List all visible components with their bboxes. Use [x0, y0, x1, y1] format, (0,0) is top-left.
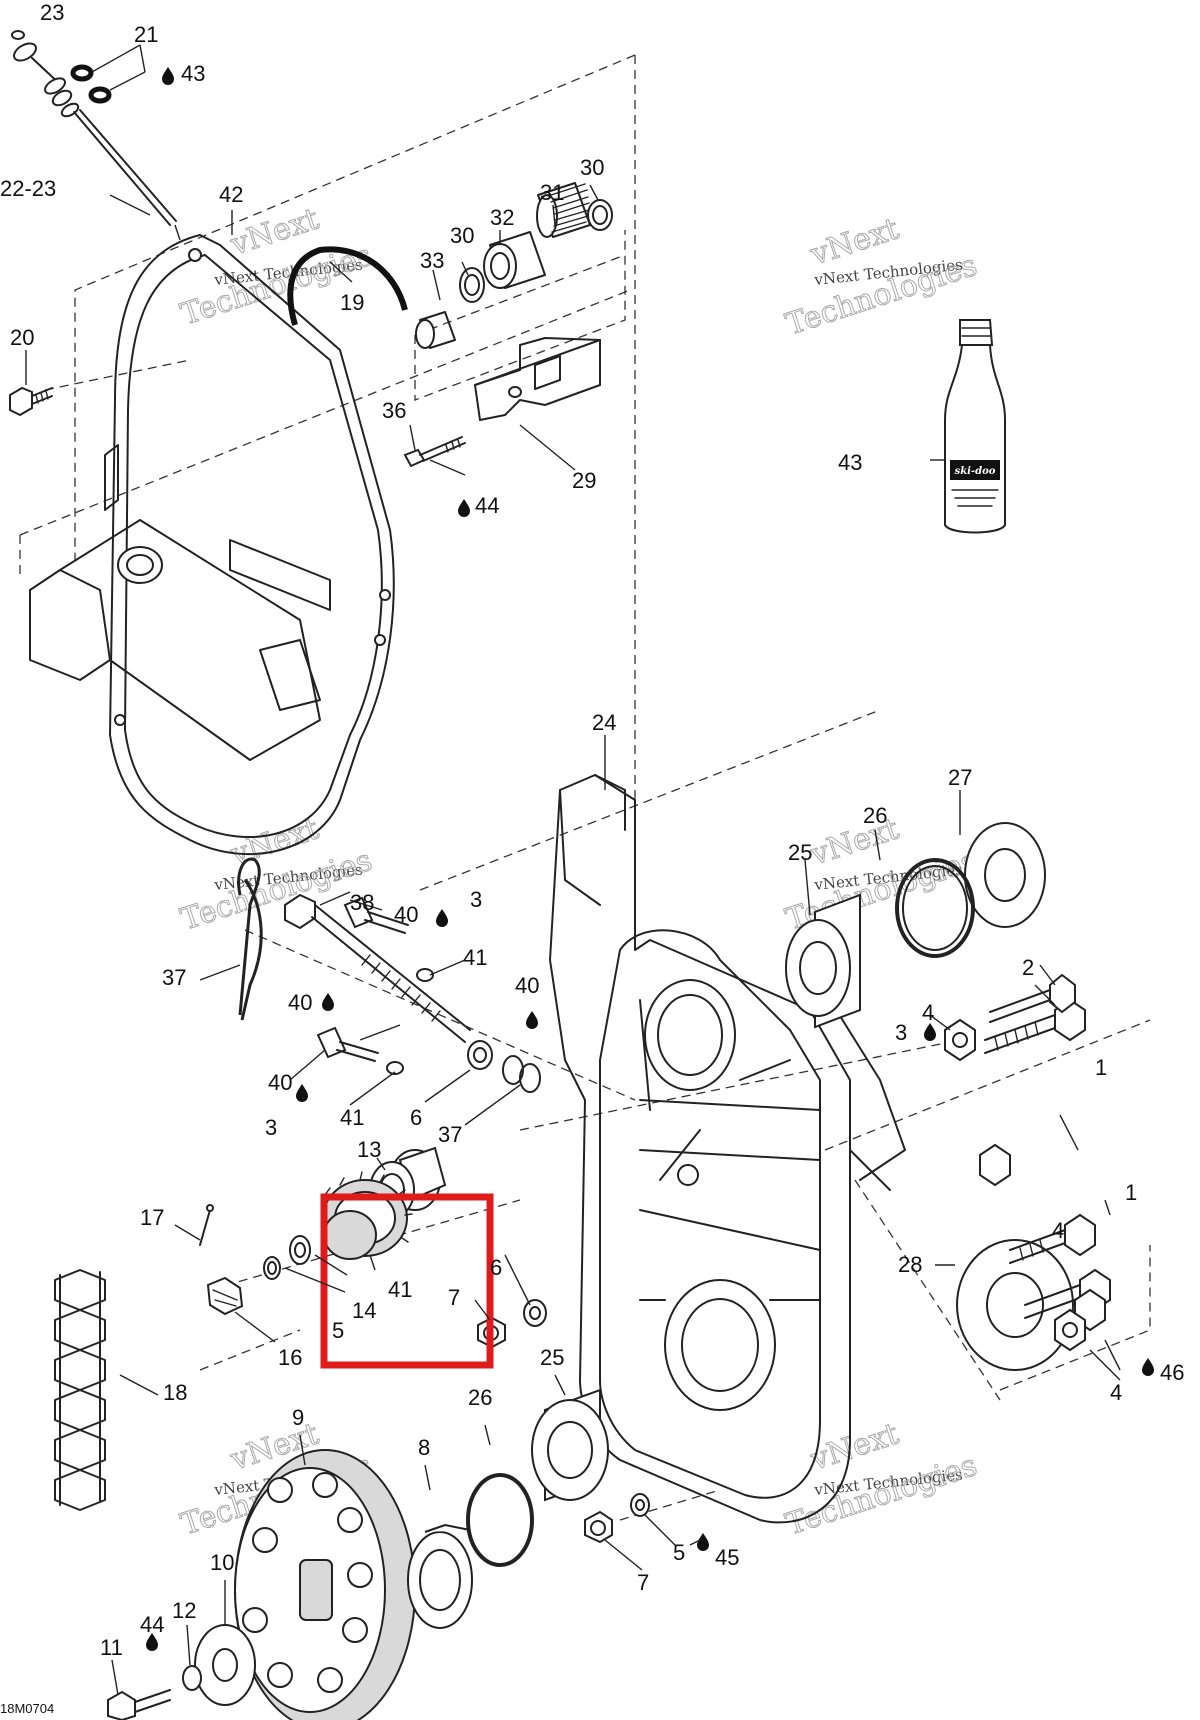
callout-1b: 1	[1125, 1180, 1137, 1205]
callout-20: 20	[10, 325, 34, 350]
lubricant-icon	[526, 1011, 538, 1029]
lubricant-icon	[296, 1084, 308, 1102]
callout-12: 12	[172, 1598, 196, 1623]
callout-19: 19	[340, 290, 364, 315]
callout-17: 17	[140, 1205, 164, 1230]
chaincase-housing-24	[549, 774, 906, 1524]
tensioner-assembly	[403, 182, 613, 468]
watermark-group: vNext vNext Technologies Technologies vN…	[176, 201, 982, 1543]
assembly-lines	[19, 54, 1151, 1521]
callout-29: 29	[572, 468, 596, 493]
callout-45: 45	[715, 1545, 739, 1570]
watermark-word: Technologies	[782, 248, 982, 343]
callout-4b: 4	[1052, 1218, 1064, 1243]
callout-28: 28	[898, 1252, 922, 1277]
callout-3c: 3	[265, 1115, 277, 1140]
callout-6b: 6	[490, 1255, 502, 1280]
lubricant-icon	[924, 1023, 936, 1041]
callout-22-23: 22-23	[0, 176, 56, 201]
callout-1: 1	[1095, 1055, 1107, 1080]
callout-8: 8	[418, 1435, 430, 1460]
callout-25: 25	[788, 840, 812, 865]
diagram-code: 18M0704	[0, 1701, 54, 1716]
dipstick-assembly	[11, 30, 177, 226]
watermark-word: vNext	[806, 812, 903, 873]
callout-40b: 40	[515, 973, 539, 998]
driven-sprocket-assembly	[107, 1449, 650, 1720]
callout-31: 31	[540, 180, 564, 205]
callout-9: 9	[292, 1405, 304, 1430]
callout-5b: 5	[673, 1540, 685, 1565]
callout-21: 21	[134, 22, 158, 47]
callout-11: 11	[100, 1635, 123, 1660]
callout-24: 24	[592, 710, 616, 735]
bolt-20	[9, 386, 53, 417]
callout-27: 27	[948, 765, 972, 790]
callout-4: 4	[922, 1000, 934, 1025]
callout-10: 10	[210, 1550, 234, 1575]
callout-40: 40	[288, 990, 312, 1015]
drive-chain-18	[54, 1269, 106, 1511]
callout-37: 37	[162, 965, 186, 990]
bottle-label	[950, 460, 1000, 480]
callout-18: 18	[163, 1380, 187, 1405]
chaincase-cover-42	[29, 234, 395, 855]
callout-46: 46	[1160, 1360, 1184, 1385]
callout-44b: 44	[140, 1612, 164, 1637]
lubricant-icon	[697, 1533, 709, 1551]
callout-3: 3	[895, 1020, 907, 1045]
lubricant-icon	[458, 499, 470, 517]
callout-25b: 25	[540, 1345, 564, 1370]
callout-13: 13	[357, 1137, 381, 1162]
lubricant-icon	[436, 909, 448, 927]
callout-26: 26	[863, 803, 887, 828]
callout-30: 30	[450, 223, 474, 248]
lubricant-icon	[322, 993, 334, 1011]
callout-39b: 41	[340, 1105, 364, 1130]
callout-41: 41	[388, 1277, 412, 1302]
callout-38: 40	[394, 902, 418, 927]
callout-7: 7	[448, 1285, 460, 1310]
callout-23: 23	[40, 0, 64, 25]
callout-14: 14	[352, 1298, 376, 1323]
callout-5: 5	[332, 1318, 344, 1343]
callout-3b: 3	[470, 887, 482, 912]
callout-38b: 40	[268, 1070, 292, 1095]
callout-39: 41	[463, 945, 487, 970]
highlight-box	[320, 1193, 494, 1369]
callout-6: 6	[410, 1105, 422, 1130]
callout-26b: 26	[468, 1385, 492, 1410]
bottle-brand: ski-doo	[955, 466, 996, 477]
callout-35: 37	[438, 1122, 462, 1147]
callout-16: 16	[278, 1345, 302, 1370]
leader-lines	[25, 184, 1121, 1696]
callout-32: 32	[490, 205, 514, 230]
callout-36: 38	[350, 890, 374, 915]
callout-43b: 43	[838, 450, 862, 475]
callout-34: 36	[382, 398, 406, 423]
bolts-and-nuts	[944, 973, 1111, 1352]
callout-30b: 30	[580, 155, 604, 180]
lubricant-bottle-43: ski-doo	[944, 319, 1006, 534]
callout-42: 42	[219, 182, 243, 207]
callout-7b: 7	[637, 1570, 649, 1595]
callout-43: 43	[181, 61, 205, 86]
seal-cord-19	[287, 246, 408, 326]
callout-44: 44	[475, 493, 499, 518]
lubricant-icon	[162, 67, 174, 85]
callout-4c: 4	[1110, 1380, 1122, 1405]
bearings-and-seals	[466, 822, 1074, 1567]
lubricant-icon	[1142, 1358, 1154, 1376]
callout-33: 33	[420, 248, 444, 273]
callout-2: 2	[1022, 955, 1034, 980]
